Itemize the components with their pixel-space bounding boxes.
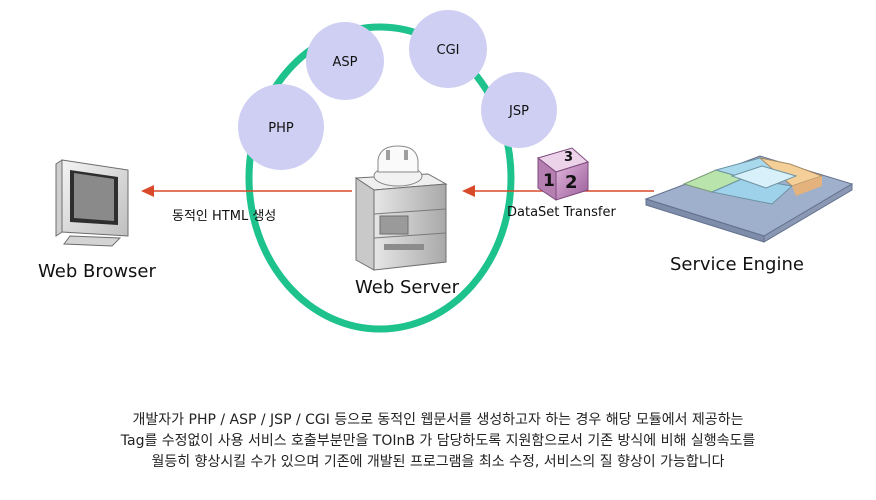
web-browser-label: Web Browser — [38, 261, 156, 282]
cube-digit-left: 1 — [543, 171, 555, 191]
dynamic-html-label: 동적인 HTML 생성 — [172, 209, 277, 224]
tech-bubble-php: PHP — [238, 84, 324, 170]
plug-icon — [373, 145, 423, 187]
caption-line: 개발자가 PHP / ASP / JSP / CGI 등으로 동적인 웹문서를 … — [132, 412, 744, 428]
tech-label-asp: ASP — [333, 55, 358, 70]
description-caption: 개발자가 PHP / ASP / JSP / CGI 등으로 동적인 웹문서를 … — [0, 410, 876, 473]
service-engine-icon — [644, 155, 854, 243]
monitor-icon — [55, 159, 129, 247]
tech-label-jsp: JSP — [508, 104, 529, 119]
web-server-label: Web Server — [355, 277, 459, 298]
tech-bubble-cgi: CGI — [409, 10, 487, 88]
web-server-icon — [354, 173, 448, 271]
tech-bubble-jsp: JSP — [481, 72, 557, 148]
arrow-server-to-browser — [141, 185, 352, 197]
tech-label-cgi: CGI — [437, 43, 460, 58]
dataset-cube-icon: 3 1 2 — [536, 147, 590, 201]
cube-digit-right: 2 — [565, 172, 578, 193]
tech-label-php: PHP — [268, 121, 294, 136]
caption-line: 월등히 향상시킬 수가 있으며 기존에 개발된 프로그램을 최소 수정, 서비스… — [151, 454, 725, 470]
service-engine-label: Service Engine — [670, 254, 804, 275]
web-server-ring — [245, 23, 515, 333]
dataset-transfer-label: DataSet Transfer — [507, 205, 616, 220]
cube-digit-top: 3 — [564, 150, 573, 165]
tech-bubble-asp: ASP — [306, 22, 384, 100]
caption-line: Tag를 수정없이 사용 서비스 호출부분만을 TOInB 가 담당하도록 지원… — [120, 433, 756, 449]
